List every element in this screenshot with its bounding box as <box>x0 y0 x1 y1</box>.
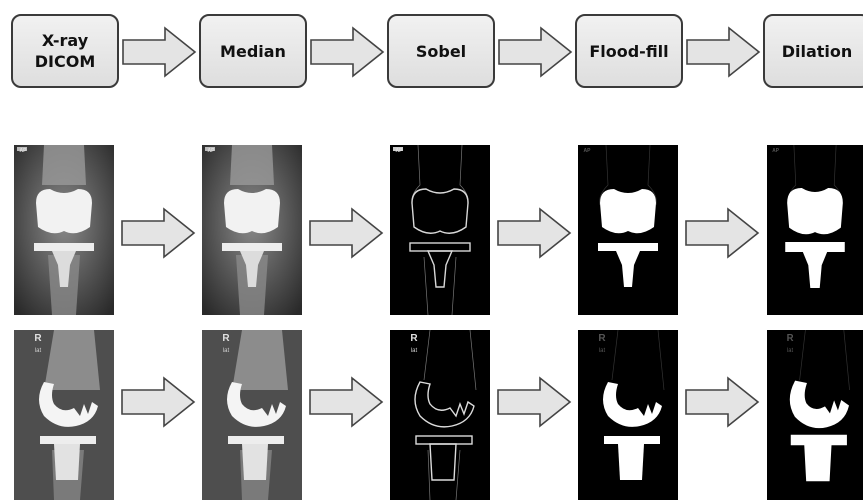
step-box-flood-fill: Flood-fill <box>575 14 683 88</box>
xray-image-graphic: AP <box>202 145 302 315</box>
step-box-xray-dicom: X-ray DICOM <box>11 14 119 88</box>
right-arrow-icon <box>496 207 572 259</box>
step-box-dilation: Dilation <box>763 14 863 88</box>
right-arrow-icon <box>308 207 384 259</box>
right-arrow-icon <box>121 26 197 78</box>
view-sublabel: lat <box>599 348 606 354</box>
right-arrow-icon <box>685 26 761 78</box>
view-sublabel: lat <box>35 348 42 354</box>
view-label: AP <box>584 148 592 154</box>
image-ap-sobel: AP <box>390 145 490 315</box>
view-label: AP <box>20 148 28 154</box>
image-ap-median: AP <box>202 145 302 315</box>
xray-image-graphic: AP <box>578 145 678 315</box>
view-label: R <box>222 333 230 344</box>
image-ap-floodfill: AP <box>578 145 678 315</box>
view-label: R <box>34 333 42 344</box>
step-box-median: Median <box>199 14 307 88</box>
xray-image-graphic: AP <box>390 145 490 315</box>
view-label: R <box>410 333 418 344</box>
view-label: AP <box>772 148 779 154</box>
right-arrow-icon <box>684 376 760 428</box>
right-arrow-icon <box>497 26 573 78</box>
right-arrow-icon <box>308 376 384 428</box>
right-arrow-icon <box>309 26 385 78</box>
view-label: R <box>598 333 606 344</box>
right-arrow-icon <box>496 376 572 428</box>
right-arrow-icon <box>120 376 196 428</box>
image-ap-xray: AP <box>14 145 114 315</box>
right-arrow-icon <box>120 207 196 259</box>
xray-image-graphic: AP <box>14 145 114 315</box>
view-sublabel: lat <box>787 348 793 354</box>
step-box-sobel: Sobel <box>387 14 495 88</box>
view-label: AP <box>396 148 404 154</box>
right-arrow-icon <box>684 207 760 259</box>
view-sublabel: lat <box>411 348 418 354</box>
view-label: R <box>787 333 794 344</box>
image-ap-dilation: AP <box>767 145 863 315</box>
view-sublabel: lat <box>223 348 230 354</box>
xray-image-graphic: AP <box>767 145 863 315</box>
view-label: AP <box>208 148 216 154</box>
